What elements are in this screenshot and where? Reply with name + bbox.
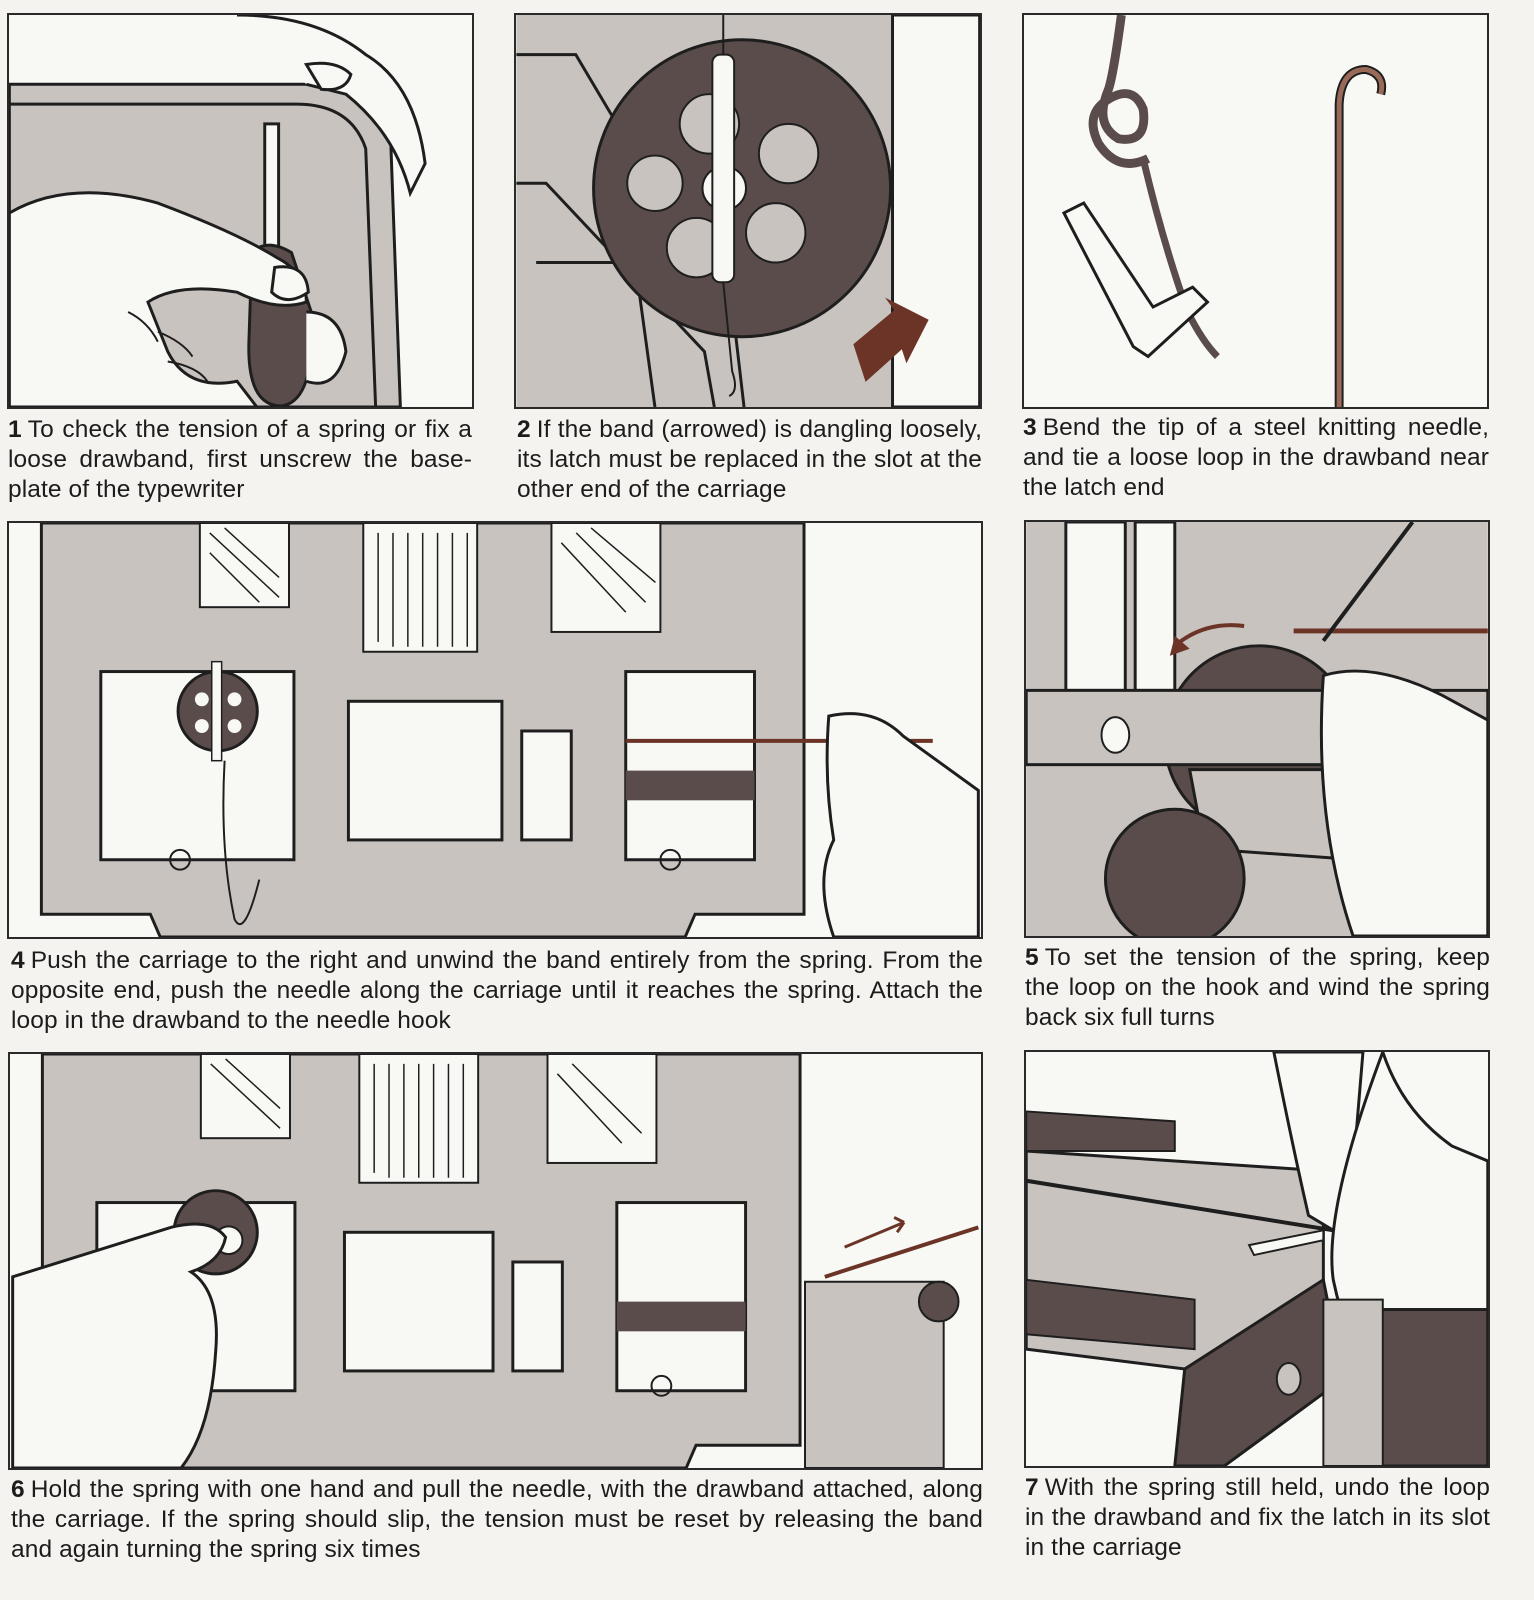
illustration-panel-2 xyxy=(514,13,982,409)
hand-unscrewing-base-plate-illustration xyxy=(9,15,427,407)
step-5-number: 5 xyxy=(1025,944,1039,971)
illustration-panel-7 xyxy=(1024,1050,1490,1468)
fixing-latch-in-carriage-slot-illustration xyxy=(1026,1052,1488,1466)
step-4-number: 4 xyxy=(11,947,25,974)
step-7-text: With the spring still held, undo the loo… xyxy=(1025,1474,1490,1561)
step-5-text: To set the tension of the spring, keep t… xyxy=(1025,944,1490,1031)
illustration-panel-1 xyxy=(7,13,474,409)
step-3-number: 3 xyxy=(1023,414,1037,441)
typewriter-underside-needle-inserted-illustration xyxy=(39,523,980,937)
holding-spring-pulling-needle-illustration xyxy=(11,1054,979,1468)
step-4-text: Push the carriage to the right and unwin… xyxy=(11,947,983,1034)
step-3-text: Bend the tip of a steel knitting needle,… xyxy=(1023,414,1489,501)
illustration-panel-4 xyxy=(7,521,983,939)
step-6-text: Hold the spring with one hand and pull t… xyxy=(11,1476,983,1563)
illustration-panel-5 xyxy=(1024,520,1490,938)
step-2-number: 2 xyxy=(517,416,531,443)
spring-drum-with-loose-band-illustration xyxy=(516,15,980,407)
step-1-text: To check the tension of a spring or fix … xyxy=(8,416,472,503)
winding-spring-back-illustration xyxy=(1026,522,1488,936)
step-6-number: 6 xyxy=(11,1476,25,1503)
illustration-panel-3 xyxy=(1022,13,1489,409)
knitting-needle-and-drawband-loop-illustration xyxy=(1061,15,1387,407)
step-2-text: If the band (arrowed) is dangling loosel… xyxy=(517,416,982,503)
illustration-panel-6 xyxy=(8,1052,983,1470)
step-1-number: 1 xyxy=(8,416,22,443)
step-7-number: 7 xyxy=(1025,1474,1039,1501)
